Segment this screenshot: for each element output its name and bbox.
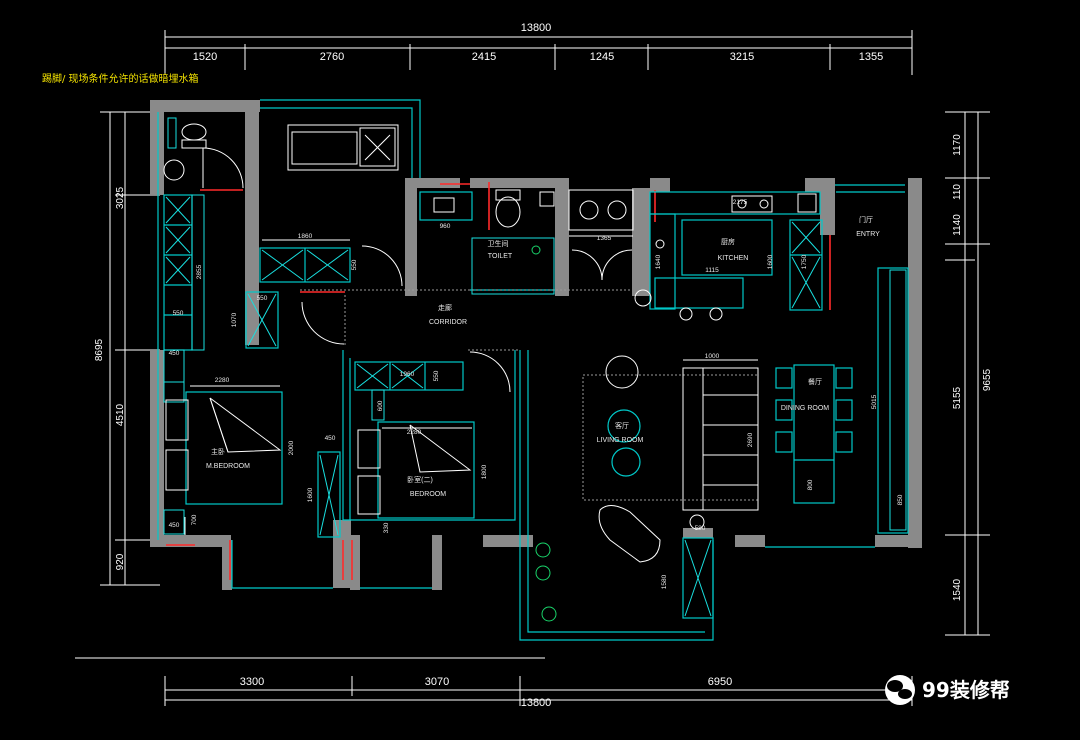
- living-room: 1000 2690 客厅 LIVING ROOM 580: [582, 353, 759, 563]
- dim-2690: 2690: [747, 432, 754, 447]
- dim-330: 330: [383, 522, 390, 533]
- right-total-dim: 9655: [982, 368, 993, 391]
- living-en-label: LIVING ROOM: [597, 437, 644, 444]
- kitchen: 2175 1115 1640 1600 1750 厨房 KITCHEN: [634, 191, 823, 321]
- dim-2000: 2000: [288, 440, 295, 455]
- mbed-en-label: M.BEDROOM: [206, 463, 250, 470]
- dim-600: 600: [377, 400, 384, 411]
- dim-1600k: 1600: [767, 254, 774, 269]
- dim-1365: 1365: [597, 235, 612, 242]
- laundry-area: 1365: [568, 189, 634, 281]
- dim-2855: 2855: [196, 264, 203, 279]
- dining-room: 餐厅 DINING ROOM 800 5015 850: [775, 364, 904, 505]
- dim-2280a: 2280: [215, 377, 230, 384]
- dim-2280b: 2280: [407, 429, 422, 436]
- dim-450c: 450: [325, 435, 336, 442]
- dim-1800: 1800: [481, 464, 488, 479]
- toilet-room: 960 卫生间 TOILET: [419, 189, 555, 295]
- dim-580: 580: [695, 525, 706, 532]
- master-bedroom: 450 2280 2000 700 主卧 M.BEDROOM 450 1600: [163, 377, 341, 538]
- kitchen-en-label: KITCHEN: [718, 255, 749, 262]
- dim-450b: 450: [169, 522, 180, 529]
- left-dim-2: 4510: [115, 403, 126, 426]
- entry-cn-label: 门厅: [859, 215, 873, 224]
- bottom-dimension-chain: 3300 3070 6950 13800: [75, 657, 913, 709]
- dim-1600: 1600: [307, 487, 314, 502]
- watermark-text: 99装修帮: [922, 678, 1010, 702]
- corridor-en-label: CORRIDOR: [429, 319, 467, 326]
- top-dim-4: 1245: [590, 51, 614, 63]
- dining-cn-label: 餐厅: [808, 377, 822, 386]
- top-dimension-chain: 13800 1520 2760 2415 1245 3215 1355: [164, 22, 913, 75]
- top-dim-6: 1355: [859, 51, 883, 63]
- walls: [150, 100, 922, 590]
- dim-550a: 550: [351, 259, 358, 270]
- bottom-dim-2: 3070: [425, 676, 449, 688]
- dim-1860: 1860: [298, 233, 313, 240]
- dim-1580: 1580: [661, 574, 668, 589]
- treadmill: [287, 124, 399, 171]
- left-dim-3: 920: [115, 553, 126, 570]
- study-cabinet: 1860 550: [259, 233, 403, 287]
- living-cn-label: 客厅: [615, 421, 629, 430]
- top-total-dim: 13800: [521, 22, 552, 34]
- watermark: 99装修帮: [885, 675, 1010, 705]
- dim-550d: 550: [433, 370, 440, 381]
- corridor-lines: [300, 289, 630, 351]
- top-dim-1: 1520: [193, 51, 217, 63]
- mbed-cn-label: 主卧: [211, 447, 225, 456]
- bottom-dim-1: 3300: [240, 676, 264, 688]
- toilet-en-label: TOILET: [488, 253, 513, 260]
- red-accents: [166, 182, 831, 580]
- dim-1640: 1640: [655, 254, 662, 269]
- ensuite-bath: [163, 117, 244, 189]
- dim-960: 960: [440, 223, 451, 230]
- right-inner-total-dim: 5155: [952, 386, 963, 409]
- dim-850: 850: [897, 494, 904, 505]
- dim-1000: 1000: [705, 353, 720, 360]
- top-dim-5: 3215: [730, 51, 754, 63]
- dim-5015: 5015: [871, 394, 878, 409]
- bed2-en-label: BEDROOM: [410, 491, 446, 498]
- living-cabinet: 1580: [661, 537, 714, 619]
- right-dim-1540: 1540: [952, 578, 963, 601]
- entry-en-label: ENTRY: [856, 231, 880, 238]
- left-wardrobe: 2855 550 550 1070 450: [163, 194, 345, 403]
- top-dim-3: 2415: [472, 51, 496, 63]
- dim-1070: 1070: [231, 312, 238, 327]
- corridor-cn-label: 走廊: [438, 303, 452, 312]
- dining-en-label: DINING ROOM: [781, 405, 829, 412]
- left-dim-1: 3025: [115, 186, 126, 209]
- dim-450a: 450: [169, 350, 180, 357]
- right-dim-1170: 1170: [952, 134, 963, 156]
- dim-550b: 550: [173, 310, 184, 317]
- toilet-cn-label: 卫生间: [488, 239, 509, 248]
- top-dim-2: 2760: [320, 51, 344, 63]
- plants: [535, 542, 557, 622]
- right-dim-110: 110: [952, 184, 963, 200]
- dim-2175: 2175: [733, 199, 748, 206]
- plan-note: 踢脚/ 现场条件允许的话做暗埋水箱: [42, 72, 199, 85]
- dim-800: 800: [807, 479, 814, 490]
- dim-700: 700: [191, 514, 198, 525]
- dim-1115: 1115: [705, 267, 719, 274]
- dim-1960: 1960: [400, 371, 415, 378]
- bottom-dim-3: 6950: [708, 676, 732, 688]
- right-dim-1140: 1140: [952, 214, 963, 236]
- bottom-total-dim: 13800: [521, 697, 552, 709]
- kitchen-cn-label: 厨房: [721, 237, 735, 246]
- left-total-dim: 8695: [94, 338, 105, 361]
- dim-1750: 1750: [801, 254, 808, 269]
- second-bedroom: 1960 550 600 2280 1800 330 卧室(二) BEDROOM: [342, 350, 516, 533]
- dim-550c: 550: [257, 295, 268, 302]
- bed2-cn-label: 卧室(二): [407, 475, 433, 484]
- right-dimension-chain: 1170 1140 110 5155 9655 1540: [945, 111, 993, 636]
